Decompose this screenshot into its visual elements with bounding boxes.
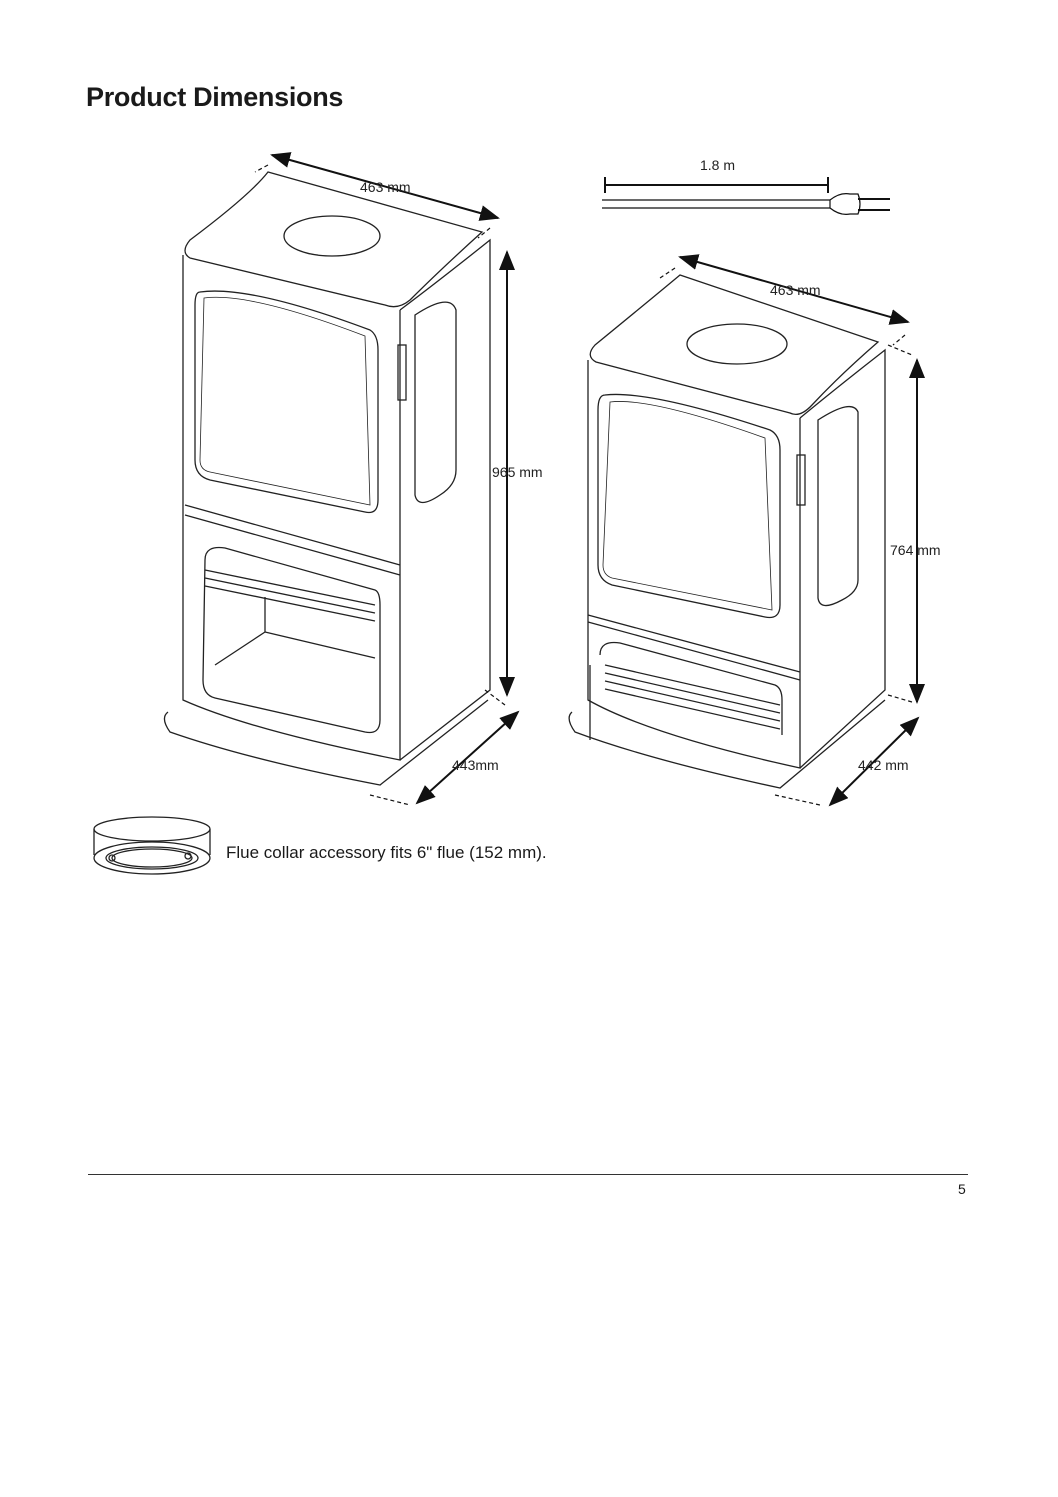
page-number: 5 xyxy=(958,1181,966,1197)
tall-stove-illustration xyxy=(163,171,491,786)
power-cord-illustration xyxy=(602,177,890,215)
short-stove-depth-label: 442 mm xyxy=(858,757,909,773)
flue-collar-caption: Flue collar accessory fits 6" flue (152 … xyxy=(226,843,547,862)
short-stove-height-label: 764 mm xyxy=(890,542,941,558)
tall-stove-width-label: 463 mm xyxy=(360,179,411,195)
flue-collar-icon xyxy=(93,816,211,875)
short-stove-dimensions xyxy=(659,254,925,807)
tall-stove-dimensions xyxy=(254,152,520,806)
footer-divider xyxy=(88,1174,968,1175)
tall-stove-depth-label: 443mm xyxy=(452,757,499,773)
short-stove-illustration xyxy=(568,274,886,789)
page-title: Product Dimensions xyxy=(86,82,344,112)
power-cord-length-label: 1.8 m xyxy=(700,157,735,173)
short-stove-width-label: 463 mm xyxy=(770,282,821,298)
tall-stove-height-label: 965 mm xyxy=(492,464,543,480)
